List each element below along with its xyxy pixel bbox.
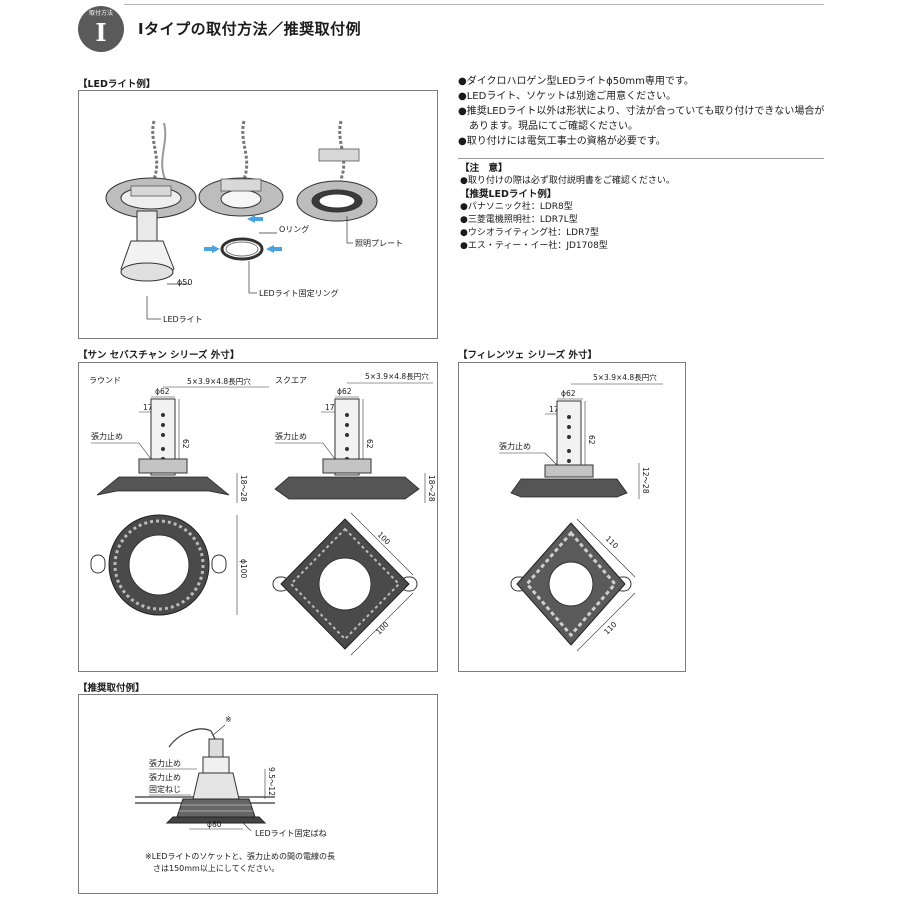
- square-height: 18〜28: [427, 475, 436, 502]
- round-slot-label: 5×3.9×4.8長円穴: [187, 376, 251, 386]
- round-d17: 17: [143, 403, 153, 412]
- rec-note-2: さは150mm以上にしてください。: [153, 864, 279, 873]
- recommended-led-2: ●三菱電機照明社：LDR7L型: [460, 215, 578, 225]
- recommended-led-4: ●エス・ティー・イー社：JD1708型: [460, 241, 608, 251]
- square-slot-label: 5×3.9×4.8長円穴: [365, 371, 429, 381]
- note-line-3: ●推奨LEDライト以外は形状により、寸法が合っていても取り付けできない場合が: [458, 106, 825, 117]
- fixture-complete: [296, 120, 378, 222]
- firenze-plan-view: [510, 522, 632, 646]
- caution-rule: [458, 158, 824, 159]
- recommended-title: 【推奨取付例】: [78, 683, 145, 694]
- rec-spring-label: LEDライト固定ばね: [255, 828, 327, 838]
- square-plan-view: [272, 518, 418, 650]
- firenze-slot-label: 5×3.9×4.8長円穴: [593, 372, 657, 382]
- fixing-ring-label: LEDライト固定リング: [259, 288, 339, 298]
- led-example-panel: ϕ50 LEDライト Oリング LEDライト固定リング: [78, 90, 438, 339]
- square-tension-label: 張力止め: [275, 431, 307, 441]
- firenze-drawing: 5×3.9×4.8長円穴 ϕ62 17 62 張力止め 12〜28 110 11…: [499, 372, 663, 652]
- round-height: 18〜28: [239, 475, 248, 502]
- firenze-d17: 17: [549, 405, 559, 414]
- round-tension-label: 張力止め: [91, 431, 123, 441]
- method-badge: 取付方法 I: [78, 6, 124, 52]
- rec-tension-label: 張力止め: [149, 758, 181, 768]
- recommended-led-3: ●ウシオライティング社：LDR7型: [460, 228, 600, 238]
- recommended-led-title: 【推奨LEDライト例】: [460, 189, 557, 200]
- round-plan-view: [90, 514, 227, 616]
- san-sebastian-title: 【サン セバスチャン シリーズ 外寸】: [78, 350, 240, 361]
- square-label: スクエア: [275, 376, 307, 385]
- firenze-tension-label: 張力止め: [499, 441, 531, 451]
- rec-note-1: ※LEDライトのソケットと、張力止めの間の電線の長: [145, 851, 335, 861]
- recommended-panel: ※ 張力止め 張力止め 固定ねじ 9.5〜12 ϕ80 LEDライト固定ばね ※…: [78, 694, 438, 894]
- caution-title: 【注 意】: [460, 163, 508, 174]
- led-light-label: LEDライト: [163, 315, 203, 324]
- note-line-4: あります。現品にてご確認ください。: [469, 121, 638, 132]
- rec-range: 9.5〜12: [267, 767, 276, 796]
- badge-caption: 取付方法: [88, 10, 113, 17]
- round-phi62: ϕ62: [155, 387, 170, 396]
- san-sebastian-panel: ラウンド 5×3.9×4.8長円穴 ϕ62 17 62 張力止め 18〜28 ϕ…: [78, 362, 438, 672]
- square-side-a: 100: [376, 530, 393, 547]
- rec-tension-screw-1: 張力止め: [149, 772, 181, 782]
- square-phi62: ϕ62: [337, 387, 352, 396]
- firenze-height: 12〜28: [641, 467, 650, 494]
- square-d17: 17: [325, 403, 335, 412]
- led-example-title: 【LEDライト例】: [78, 79, 156, 90]
- rec-tension-screw-2: 固定ねじ: [149, 784, 181, 794]
- phi50-label: ϕ50: [177, 278, 192, 287]
- firenze-title: 【フィレンツェ シリーズ 外寸】: [458, 350, 597, 361]
- square-side-b: 100: [374, 620, 391, 637]
- header-rule: [124, 4, 824, 5]
- note-line-1: ●ダイクロハロゲン型LEDライトϕ50mm専用です。: [458, 76, 694, 87]
- firenze-side-b: 110: [602, 620, 619, 637]
- round-diameter: ϕ100: [239, 559, 248, 578]
- badge-letter: I: [95, 18, 107, 47]
- fixture-with-lamp: [105, 120, 197, 282]
- recommended-mark: ※: [225, 715, 232, 724]
- caution-block: 【注 意】 ●取り付けの際は必ず取付説明書をご確認ください。 【推奨LEDライト…: [460, 162, 820, 253]
- fixture-with-ring: [198, 120, 284, 261]
- rec-phi80: ϕ80: [207, 820, 222, 829]
- caution-text: ●取り付けの際は必ず取付説明書をご確認ください。: [460, 176, 675, 186]
- firenze-phi62: ϕ62: [561, 389, 576, 398]
- square-d62: 62: [365, 439, 374, 449]
- lighting-plate-label: 照明プレート: [355, 239, 403, 248]
- notes-block: ●ダイクロハロゲン型LEDライトϕ50mm専用です。 ●LEDライト、ソケットは…: [458, 74, 838, 149]
- round-label: ラウンド: [89, 376, 121, 385]
- round-d62: 62: [181, 439, 190, 449]
- o-ring-label: Oリング: [279, 224, 309, 234]
- san-sebastian-drawing: ラウンド 5×3.9×4.8長円穴 ϕ62 17 62 張力止め 18〜28 ϕ…: [89, 371, 436, 656]
- recommended-led-1: ●パナソニック社：LDR8型: [460, 202, 573, 212]
- page-title: Iタイプの取付方法／推奨取付例: [138, 20, 362, 38]
- led-example-illustration: ϕ50 LEDライト Oリング LEDライト固定リング: [105, 120, 403, 324]
- firenze-d62: 62: [587, 435, 596, 445]
- firenze-panel: 5×3.9×4.8長円穴 ϕ62 17 62 張力止め 12〜28 110 11…: [458, 362, 686, 672]
- note-line-5: ●取り付けには電気工事士の資格が必要です。: [458, 136, 666, 147]
- note-line-2: ●LEDライト、ソケットは別途ご用意ください。: [458, 91, 677, 102]
- recommended-drawing: ※ 張力止め 張力止め 固定ねじ 9.5〜12 ϕ80 LEDライト固定ばね ※…: [135, 715, 335, 873]
